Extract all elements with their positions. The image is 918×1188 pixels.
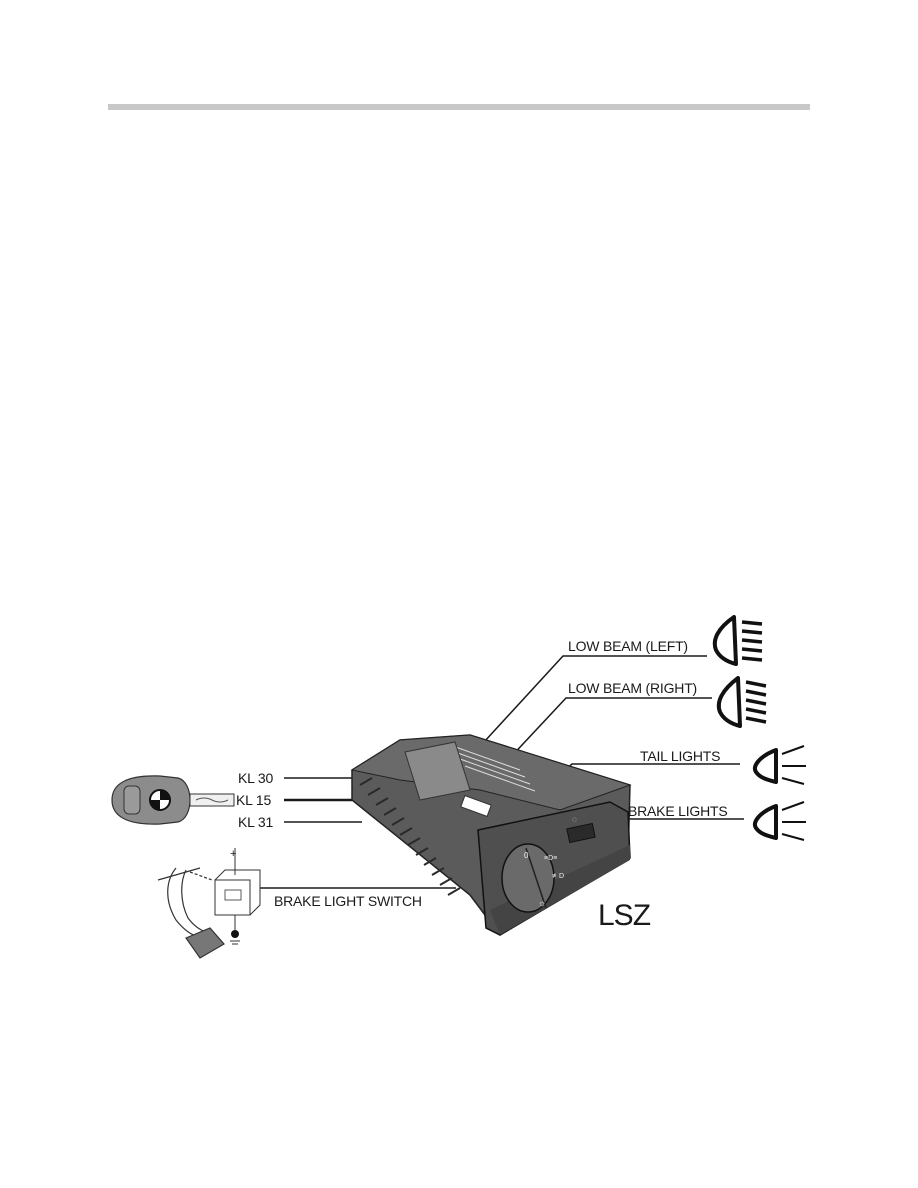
label-kl31: KL 31 [238,814,274,830]
label-low-beam-right: LOW BEAM (RIGHT) [568,680,698,696]
label-tail-lights: TAIL LIGHTS [640,748,721,764]
svg-text:◌: ◌ [572,815,577,824]
label-kl15: KL 15 [236,792,272,808]
leader-low-beam-right [507,697,712,761]
svg-text:0: 0 [524,851,529,860]
brake-pedal [157,867,225,959]
lsz-module: 0 ≡D≡ ≢D ☼ ◌ [350,734,632,936]
label-kl30: KL 30 [238,770,274,786]
supply-plus-symbol: + [230,848,236,860]
leader-low-beam-left [483,655,707,743]
svg-text:≡D≡: ≡D≡ [544,855,557,862]
lamp-icon [753,745,806,785]
ground-icon [231,930,239,938]
fog-light-button [566,822,596,844]
brake-light-switch: + [214,848,261,945]
low-beam-icon [712,615,763,666]
low-beam-icon [716,676,767,728]
header-rule [108,104,810,110]
diagram-title-lsz: LSZ [598,899,651,932]
lamp-icon [753,801,806,841]
svg-text:≢D: ≢D [552,873,564,880]
label-brake-lights: BRAKE LIGHTS [628,803,728,819]
label-low-beam-left: LOW BEAM (LEFT) [568,638,688,654]
ignition-key [111,775,235,825]
label-brake-light-switch: BRAKE LIGHT SWITCH [274,893,422,909]
svg-text:☼: ☼ [538,898,546,908]
